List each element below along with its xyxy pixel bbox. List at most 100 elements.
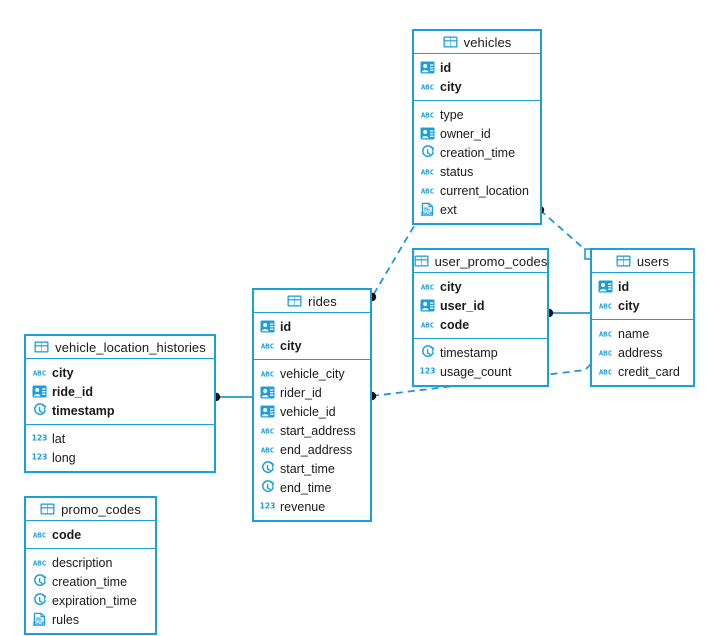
- abc-string-icon: ABC: [420, 79, 435, 94]
- field-row-rides-start_time[interactable]: start_time: [254, 459, 370, 478]
- clock-timestamp-icon: [32, 574, 47, 589]
- field-row-rides-vehicle_id[interactable]: vehicle_id: [254, 402, 370, 421]
- svg-text:ABC: ABC: [421, 282, 434, 291]
- field-label: lat: [52, 431, 66, 446]
- json-document-icon: JSON: [420, 202, 435, 217]
- table-title-vehicle_location_histories: vehicle_location_histories: [55, 339, 206, 355]
- field-row-vehicles-creation_time[interactable]: creation_time: [414, 143, 540, 162]
- field-row-users-id[interactable]: id: [592, 277, 693, 296]
- table-icon: [443, 35, 458, 50]
- table-title-promo_codes: promo_codes: [61, 501, 141, 517]
- table-icon: [616, 254, 631, 269]
- field-row-promo_codes-expiration_time[interactable]: expiration_time: [26, 591, 155, 610]
- field-row-user_promo_codes-user_id[interactable]: user_id: [414, 296, 547, 315]
- field-label: end_address: [280, 442, 353, 457]
- field-label: vehicle_id: [280, 404, 336, 419]
- field-label: id: [440, 60, 452, 75]
- field-row-vehicle_location_histories-ride_id[interactable]: ride_id: [26, 382, 214, 401]
- field-row-vehicles-city[interactable]: ABC city: [414, 77, 540, 96]
- field-row-vehicle_location_histories-city[interactable]: ABC city: [26, 363, 214, 382]
- field-label: rider_id: [280, 385, 322, 400]
- field-row-rides-end_time[interactable]: end_time: [254, 478, 370, 497]
- field-label: city: [52, 365, 74, 380]
- abc-string-icon: ABC: [420, 164, 435, 179]
- table-header-vehicle_location_histories[interactable]: vehicle_location_histories: [26, 336, 214, 359]
- svg-text:ABC: ABC: [421, 82, 434, 91]
- relationship-rides-to-vehicle-location-histories[interactable]: [211, 392, 252, 402]
- field-row-rides-start_address[interactable]: ABC start_address: [254, 421, 370, 440]
- abc-string-icon: ABC: [598, 326, 613, 341]
- table-header-rides[interactable]: rides: [254, 290, 370, 313]
- abc-string-icon: ABC: [260, 338, 275, 353]
- abc-string-icon: ABC: [260, 423, 275, 438]
- clock-timestamp-icon: [260, 480, 275, 495]
- field-label: creation_time: [52, 574, 128, 589]
- uuid-key-icon: [260, 319, 275, 334]
- abc-string-icon: ABC: [260, 366, 275, 381]
- field-label: id: [280, 319, 292, 334]
- table-icon: [40, 502, 55, 517]
- table-icon: [287, 294, 302, 309]
- field-label: city: [618, 298, 640, 313]
- clock-timestamp-icon: [260, 461, 275, 476]
- field-row-vehicles-owner_id[interactable]: owner_id: [414, 124, 540, 143]
- field-row-vehicles-id[interactable]: id: [414, 58, 540, 77]
- svg-text:ABC: ABC: [599, 301, 612, 310]
- relationship-user-promo-codes-to-users[interactable]: [544, 308, 590, 318]
- field-row-vehicle_location_histories-timestamp[interactable]: timestamp: [26, 401, 214, 420]
- table-icon: [414, 254, 429, 269]
- uuid-key-icon: [420, 60, 435, 75]
- svg-text:ABC: ABC: [33, 368, 46, 377]
- field-label: id: [618, 279, 630, 294]
- field-label: timestamp: [440, 345, 498, 360]
- svg-text:ABC: ABC: [261, 369, 274, 378]
- field-label: address: [618, 345, 663, 360]
- field-row-user_promo_codes-timestamp[interactable]: timestamp: [414, 343, 547, 362]
- field-label: start_address: [280, 423, 356, 438]
- uuid-key-icon: [420, 126, 435, 141]
- table-header-user_promo_codes[interactable]: user_promo_codes: [414, 250, 547, 273]
- table-header-users[interactable]: users: [592, 250, 693, 273]
- table-header-promo_codes[interactable]: promo_codes: [26, 498, 155, 521]
- field-row-rides-id[interactable]: id: [254, 317, 370, 336]
- field-row-users-name[interactable]: ABC name: [592, 324, 693, 343]
- field-row-promo_codes-creation_time[interactable]: creation_time: [26, 572, 155, 591]
- field-label: city: [440, 79, 462, 94]
- field-label: code: [440, 317, 470, 332]
- field-label: name: [618, 326, 650, 341]
- table-header-vehicles[interactable]: vehicles: [414, 31, 540, 54]
- svg-text:123: 123: [420, 367, 435, 376]
- field-row-users-city[interactable]: ABC city: [592, 296, 693, 315]
- field-label: creation_time: [440, 145, 516, 160]
- field-row-rides-rider_id[interactable]: rider_id: [254, 383, 370, 402]
